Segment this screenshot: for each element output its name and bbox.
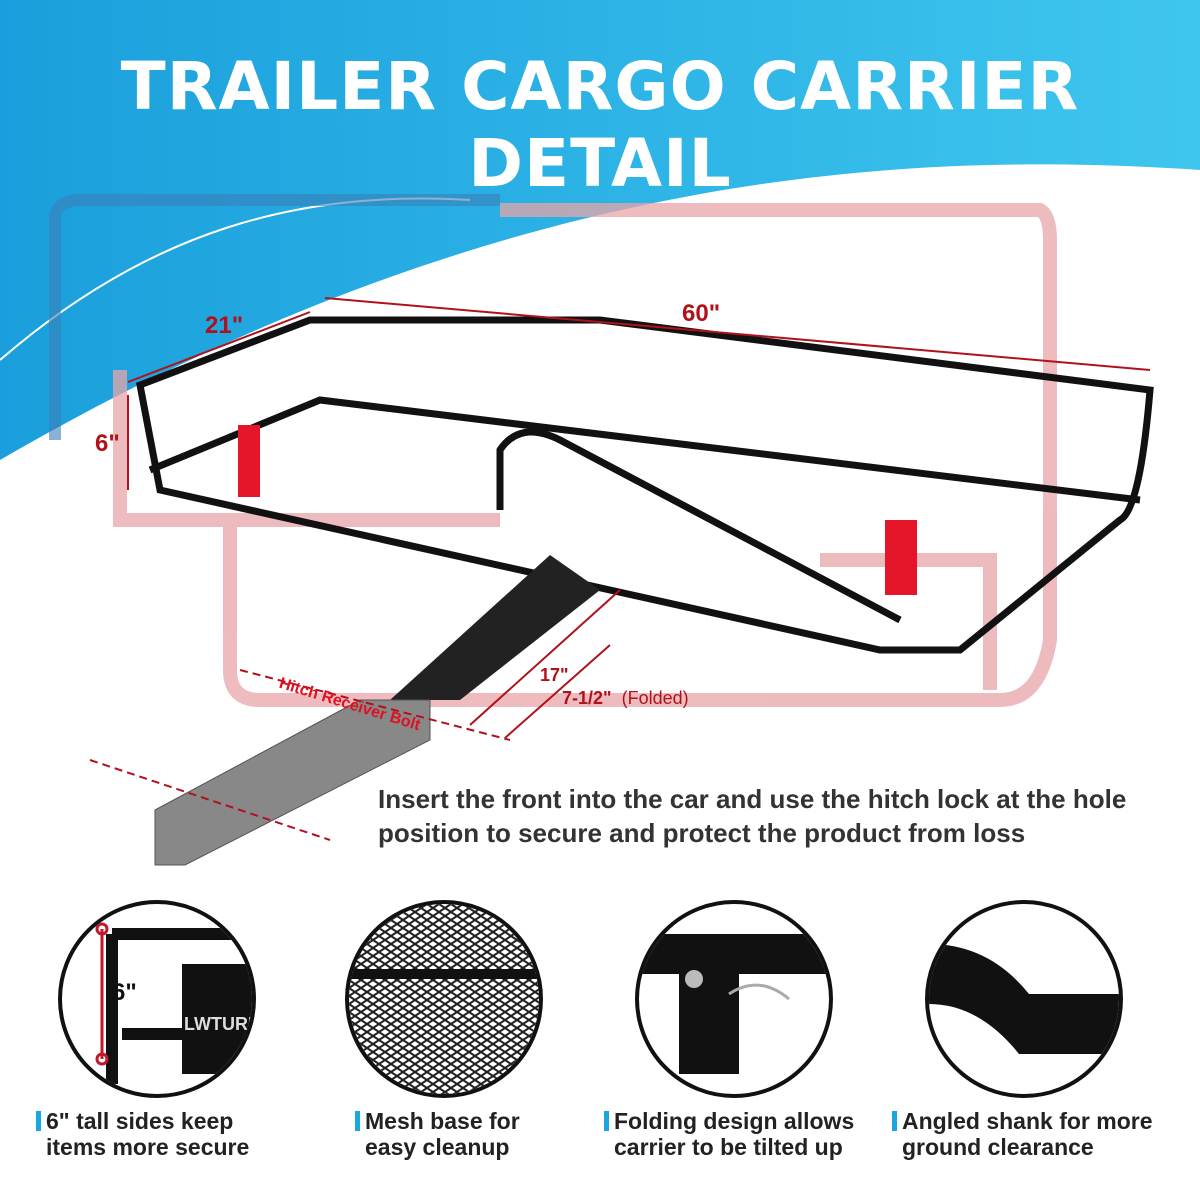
detail-mesh-base xyxy=(345,900,543,1098)
caption-line1: 6" tall sides keep xyxy=(46,1108,234,1134)
caption-line2: ground clearance xyxy=(902,1134,1094,1160)
width-dimension: 21" xyxy=(205,312,244,339)
reflector-left xyxy=(238,425,260,497)
caption-line1: Mesh base for xyxy=(365,1108,520,1134)
instruction-text: Insert the front into the car and use th… xyxy=(378,784,1127,848)
detail-height-label: 6" xyxy=(112,979,137,1006)
brand-logo: LWTURN xyxy=(184,1014,256,1034)
hitch-shank xyxy=(390,555,600,700)
caption-bar-icon xyxy=(892,1111,897,1131)
length-dimension: 60" xyxy=(682,300,721,327)
carrier-frame xyxy=(136,316,1154,654)
folded-label: (Folded) xyxy=(621,688,689,708)
height-dimension: 6" xyxy=(95,430,120,457)
product-illustration xyxy=(49,194,1154,866)
caption-bar-icon xyxy=(36,1111,41,1131)
caption-line2: items more secure xyxy=(46,1134,250,1160)
detail-tall-sides: 6" LWTURN xyxy=(58,900,256,1098)
caption-line1: Angled shank for more xyxy=(902,1108,1153,1134)
folded-height-value: 7-1/2" xyxy=(562,688,612,708)
folded-height-dimension: 7-1/2" (Folded) xyxy=(562,688,689,709)
caption-bar-icon xyxy=(355,1111,360,1131)
shank-length-dimension: 17" xyxy=(540,665,569,685)
tilted-carrier-ghost xyxy=(49,194,500,440)
detail-folding-hinge xyxy=(635,900,833,1098)
caption-line2: carrier to be tilted up xyxy=(614,1134,843,1160)
caption-line1: Folding design allows xyxy=(614,1108,855,1134)
folded-carrier-ghost xyxy=(113,203,1057,707)
hitch-receiver xyxy=(154,699,431,866)
detail-angled-shank xyxy=(925,900,1123,1098)
caption-line2: easy cleanup xyxy=(365,1134,510,1160)
dimension-lines xyxy=(89,297,1151,841)
page-title: TRAILER CARGO CARRIER DETAIL xyxy=(120,48,1080,202)
caption-bar-icon xyxy=(604,1111,609,1131)
reflector-right xyxy=(885,520,917,595)
